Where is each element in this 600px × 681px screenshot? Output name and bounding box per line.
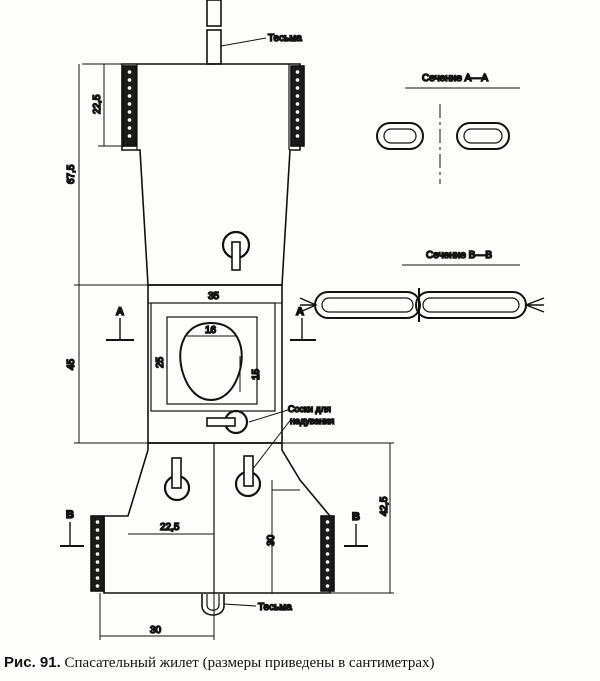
middle-inner-panel [150,302,276,412]
dim-flap-height-label: 30 [266,534,277,546]
dim-middle-height-label: 45 [66,358,77,370]
dim-middle-height [74,284,148,444]
dim-strap-height-label: 22,5 [92,94,103,114]
upper-panel [121,63,301,286]
section-a-right-marker [290,318,316,341]
caption-prefix: Рис. 91. [4,654,61,671]
lower-left-valve-icon [163,457,191,502]
section-bb-drawing [299,288,545,322]
section-a-left-marker [106,318,134,341]
lower-right-valve-icon [234,455,262,498]
dim-lower-height [282,442,394,594]
marker-b-right: В [352,511,360,523]
lower-panel [103,442,331,594]
tape-bottom-label: Тесьма [258,602,292,613]
dim-cutout-inner-height-label: 15 [251,368,262,380]
section-b-right-marker [344,524,368,547]
right-bottom-strip [320,515,335,592]
tape-top-label: Тесьма [268,33,302,44]
dim-cutout-width-label: 16 [205,325,217,336]
dim-upper-height-label: 67,5 [66,164,77,184]
section-bb-title: Сечение В—В [426,250,492,261]
marker-a-left: А [116,306,124,318]
dim-panel-width-label: 35 [208,291,220,302]
dim-strap-height [82,63,122,147]
dim-cutout-outer-height-label: 25 [155,356,166,368]
caption-text: Спасательный жилет (размеры приведены в … [64,655,435,671]
section-aa-drawing [376,104,510,184]
dim-bottom-width-label: 30 [150,625,162,636]
left-bottom-strip [90,515,105,592]
dim-flap-width-label: 22,5 [160,522,180,533]
left-shoulder-strip [122,65,137,147]
head-cutout [179,321,243,402]
bottom-tape [201,594,257,616]
dim-lower-height-label: 42,5 [379,496,390,516]
top-tape [206,0,267,65]
right-shoulder-strip [290,65,305,147]
section-aa-title: Сечение А—А [422,73,488,84]
marker-b-left: В [66,509,74,521]
dim-bottom-width [99,593,215,640]
valves-label-line1: Соски для [288,404,331,414]
section-b-left-marker [60,522,84,547]
valves-label-line2: надувания [290,416,334,426]
middle-valve-icon [206,409,249,435]
figure-caption: Рис. 91. Спасательный жилет (размеры при… [4,654,600,672]
upper-valve-icon [221,230,251,271]
